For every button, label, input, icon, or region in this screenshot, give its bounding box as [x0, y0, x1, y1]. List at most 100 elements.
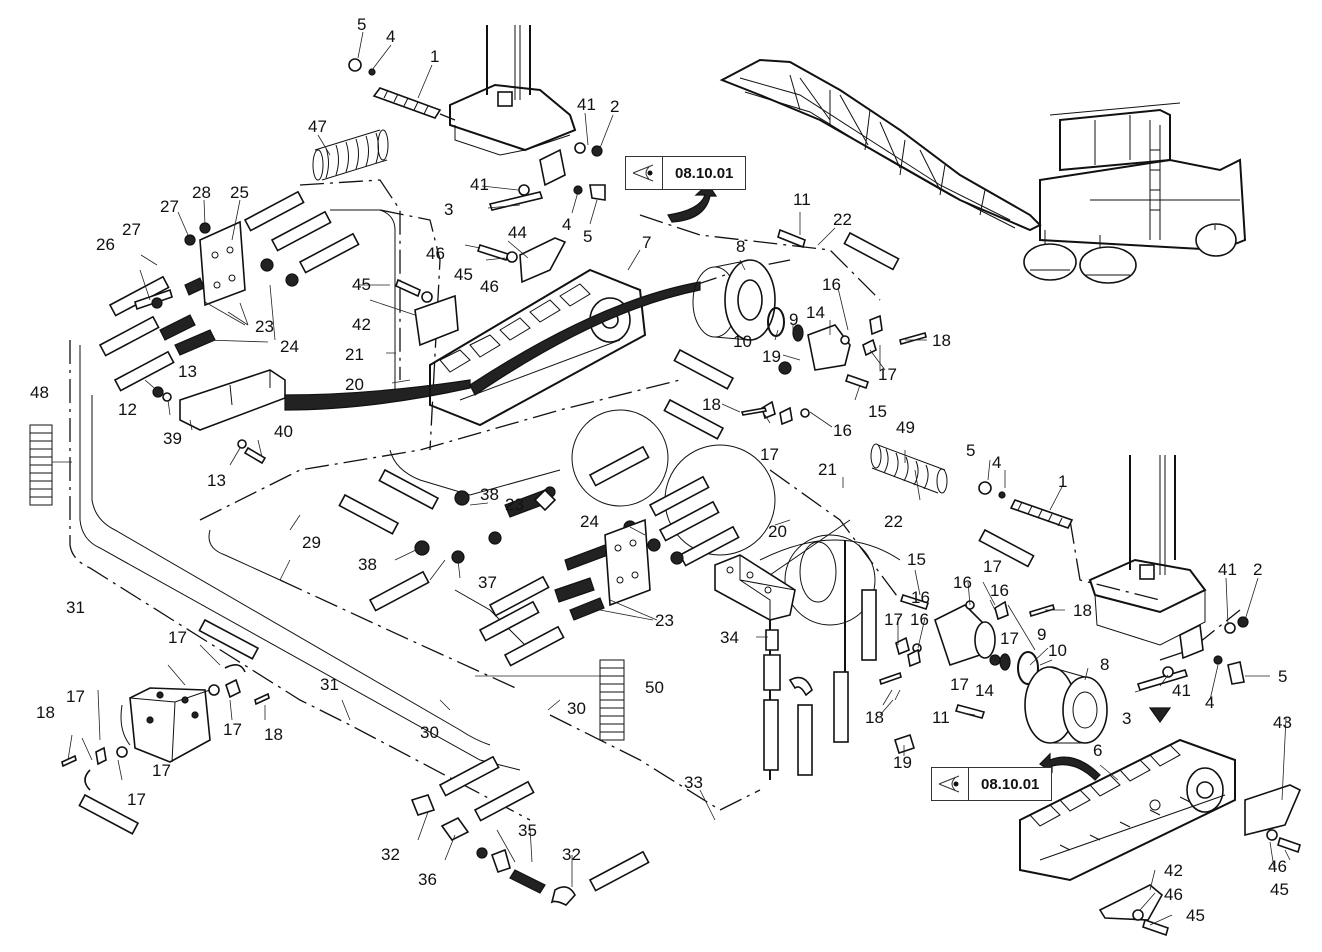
callout-label: 6	[1093, 741, 1102, 760]
callout-label: 16	[911, 588, 930, 607]
sleeve-49	[870, 443, 948, 494]
hose-mid-1	[673, 348, 735, 390]
callout-label: 25	[230, 183, 249, 202]
callout-label: 17	[760, 445, 779, 464]
callout-label: 8	[1100, 655, 1109, 674]
track-unit-7	[429, 268, 701, 427]
hose-bottom-2	[473, 780, 535, 822]
callout-label: 10	[733, 332, 752, 351]
callout-label: 27	[160, 197, 179, 216]
callout-labels: 5 4 1 41 2 47 41 3 4 5 28 25 27 27 26 44…	[30, 15, 1292, 925]
callout-label: 15	[907, 550, 926, 569]
hose-center-8	[488, 575, 550, 617]
hose-left-3	[113, 350, 175, 392]
callout-label: 45	[454, 265, 473, 284]
milling-machine-illustration	[719, 58, 1247, 284]
valve-block	[61, 664, 270, 791]
callout-label: 4	[992, 453, 1001, 472]
shield-44	[519, 237, 567, 284]
plate-23	[604, 518, 651, 607]
reference-box-top[interactable]: 08.10.01	[625, 156, 747, 190]
callout-label: 5	[1278, 667, 1287, 686]
callout-label: 3	[1122, 709, 1131, 728]
motor-14-bottom	[879, 593, 1055, 755]
callout-label: 48	[30, 383, 49, 402]
hose-center-9	[478, 600, 540, 642]
callout-label: 34	[720, 628, 739, 647]
lifting-column-top	[449, 25, 577, 187]
callout-label: 41	[1218, 560, 1237, 579]
callout-label: 24	[280, 337, 299, 356]
callout-label: 26	[96, 235, 115, 254]
hose-center-4	[588, 445, 650, 487]
track-unit-6	[1019, 738, 1236, 882]
callout-label: 32	[381, 845, 400, 864]
callout-label: 1	[1058, 472, 1067, 491]
callout-label: 19	[762, 347, 781, 366]
callout-label: 43	[1273, 713, 1292, 732]
bolts-45-46-top	[395, 243, 518, 303]
callout-label: 2	[1253, 560, 1262, 579]
hose-mid-2	[663, 398, 725, 440]
callout-label: 8	[736, 237, 745, 256]
hose-top-1	[243, 190, 305, 232]
callout-label: 47	[308, 117, 327, 136]
callout-label: 18	[702, 395, 721, 414]
callout-label: 18	[264, 725, 283, 744]
callout-label: 46	[1268, 857, 1287, 876]
callout-label: 46	[480, 277, 499, 296]
callout-label: 23	[505, 495, 524, 514]
hose-bottom-1	[438, 755, 500, 797]
callout-label: 37	[478, 573, 497, 592]
callout-label: 14	[806, 303, 825, 322]
callout-label: 41	[470, 175, 489, 194]
callout-label: 17	[127, 790, 146, 809]
gearbox-8-top	[692, 259, 804, 342]
hose-valve-1	[198, 618, 260, 660]
callout-label: 11	[932, 708, 950, 727]
callout-label: 18	[932, 331, 951, 350]
callout-label: 5	[966, 441, 975, 460]
callout-label: 17	[168, 628, 187, 647]
callout-label: 44	[508, 223, 527, 242]
hose-vert-3	[763, 699, 779, 771]
motor-14-top	[740, 228, 927, 426]
plate-25	[134, 220, 246, 311]
callout-label: 17	[884, 610, 903, 629]
bolt-3-top	[488, 142, 606, 211]
sleeve-48	[29, 424, 72, 506]
callout-label: 18	[865, 708, 884, 727]
shields-42-43-bottom	[1098, 784, 1302, 937]
callout-label: 4	[1205, 693, 1214, 712]
callout-label: 46	[426, 244, 445, 263]
callout-label: 16	[990, 581, 1009, 600]
hose-right-2	[978, 528, 1035, 568]
reference-box-bottom[interactable]: 08.10.01	[931, 767, 1053, 801]
callout-label: 16	[833, 421, 852, 440]
hose-center-6	[658, 500, 720, 542]
gearbox-8-bottom	[1024, 666, 1108, 744]
callout-label: 33	[684, 773, 703, 792]
reference-code: 08.10.01	[675, 164, 734, 182]
callout-label: 22	[884, 512, 903, 531]
eye-view-icon	[626, 157, 663, 189]
shield-42-top	[414, 294, 459, 347]
eye-view-icon	[932, 768, 969, 800]
leader-lines	[67, 31, 1291, 926]
callout-label: 23	[655, 611, 674, 630]
callout-label: 38	[358, 555, 377, 574]
hose-center-5	[648, 475, 710, 517]
callout-label: 36	[418, 870, 437, 889]
callout-label: 18	[36, 703, 55, 722]
callout-label: 2	[610, 97, 619, 116]
callout-label: 16	[822, 275, 841, 294]
callout-label: 29	[302, 533, 321, 552]
distribution-block	[714, 554, 813, 697]
callout-label: 4	[386, 27, 395, 46]
callout-label: 11	[793, 190, 811, 209]
callout-label: 21	[818, 460, 837, 479]
callout-label: 23	[255, 317, 274, 336]
hose-bottom-3	[588, 850, 650, 892]
callout-label: 10	[1048, 641, 1067, 660]
